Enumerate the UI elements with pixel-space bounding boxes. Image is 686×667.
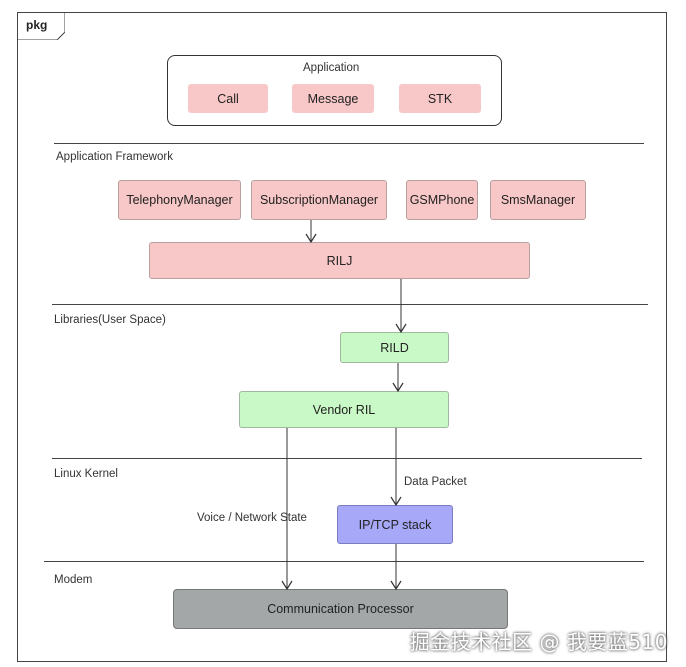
kernel-layer-label: Linux Kernel [54, 468, 118, 480]
framework-layer-label: Application Framework [56, 151, 173, 163]
separator-kernel [52, 458, 642, 459]
separator-libraries [52, 304, 648, 305]
call-component[interactable]: Call [188, 84, 268, 113]
separator-modem [44, 561, 644, 562]
voice-network-state-label: Voice / Network State [197, 512, 307, 524]
separator-framework [54, 143, 644, 144]
gsmphone-node[interactable]: GSMPhone [406, 180, 478, 220]
sms-manager-node[interactable]: SmsManager [490, 180, 586, 220]
telephony-manager-node[interactable]: TelephonyManager [118, 180, 241, 220]
package-frame [17, 12, 667, 662]
package-tab [17, 12, 65, 40]
libraries-layer-label: Libraries(User Space) [54, 314, 166, 326]
rilj-node[interactable]: RILJ [149, 242, 530, 279]
iptcp-stack-node[interactable]: IP/TCP stack [337, 505, 453, 544]
watermark-text: 掘金技术社区 @ 我要蓝510 [409, 630, 668, 654]
vendor-ril-node[interactable]: Vendor RIL [239, 391, 449, 428]
rild-node[interactable]: RILD [340, 332, 449, 363]
message-component[interactable]: Message [292, 84, 374, 113]
subscription-manager-node[interactable]: SubscriptionManager [251, 180, 387, 220]
application-container [167, 55, 502, 126]
modem-layer-label: Modem [54, 574, 93, 586]
communication-processor-node[interactable]: Communication Processor [173, 589, 508, 629]
data-packet-label: Data Packet [404, 476, 467, 488]
package-label: pkg [26, 18, 48, 32]
stk-component[interactable]: STK [399, 84, 481, 113]
application-title: Application [303, 62, 360, 74]
